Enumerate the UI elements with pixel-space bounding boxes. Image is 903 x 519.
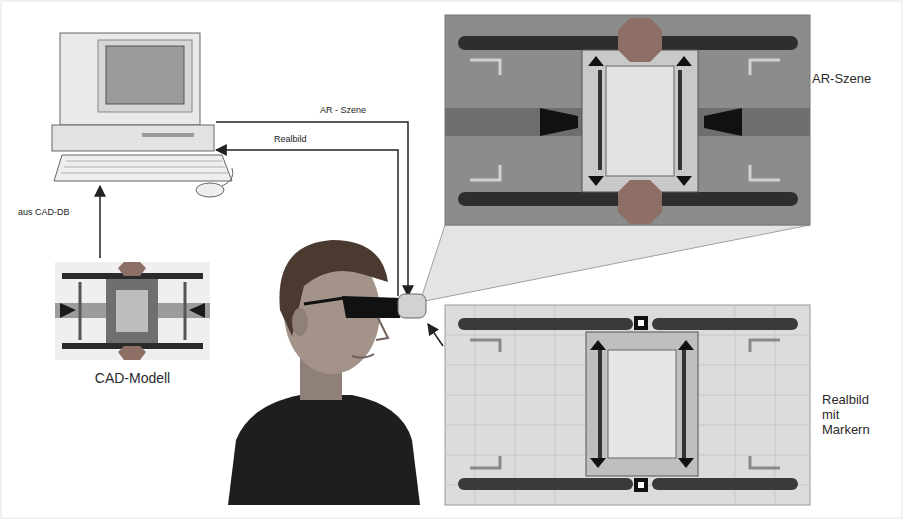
ar-scene-picture-part — [606, 66, 674, 176]
ar-scene-picture — [445, 15, 810, 225]
person-photo-part — [304, 298, 344, 304]
real-image-picture-part — [458, 318, 633, 330]
cad-model-picture-part — [189, 303, 205, 318]
computer-illustration-part — [106, 46, 184, 104]
computer-illustration-part — [196, 183, 224, 197]
real-image-picture-part — [470, 340, 780, 468]
real-image-picture-part — [652, 478, 798, 490]
computer-illustration — [52, 33, 233, 197]
real-image-picture-part — [678, 458, 694, 468]
cad-model-picture-part — [55, 262, 210, 360]
person-photo-part — [376, 318, 388, 340]
ar-scene-picture-part — [618, 180, 662, 224]
computer-illustration-part — [52, 125, 214, 151]
cad-model-picture — [55, 262, 210, 360]
arrow-label: Realbild — [272, 135, 309, 145]
ar-scene-picture-part — [582, 50, 698, 192]
ar-scene-picture-part — [600, 70, 680, 170]
ar-scene-picture-part — [676, 176, 692, 186]
ar-scene-picture-part — [618, 18, 662, 62]
marker — [634, 478, 648, 492]
real-image-picture-part — [678, 340, 694, 350]
panel-caption: AR-Szene — [812, 72, 887, 87]
person-photo-part — [342, 296, 402, 318]
real-image-picture-part — [590, 458, 606, 468]
image-panel: AR-Szene — [445, 15, 890, 227]
ar-scene-picture-part — [458, 192, 636, 206]
person-photo-part — [279, 240, 388, 336]
real-image-picture-part — [600, 350, 684, 458]
image-panel: CAD-Modell — [50, 258, 217, 394]
person-photo-part — [398, 294, 426, 318]
real-image-picture-part — [445, 305, 810, 505]
cad-model-picture-part — [118, 262, 146, 276]
marker — [634, 316, 648, 330]
ar-scene-picture-part — [676, 56, 692, 66]
ar-scene-picture-part — [588, 176, 604, 186]
computer-illustration-part — [60, 33, 200, 125]
cad-model-picture-part — [116, 290, 148, 332]
cad-model-picture-part — [60, 303, 76, 318]
person-photo-part — [228, 395, 420, 505]
ar-scene-picture-part — [445, 15, 810, 225]
real-image-picture-part — [652, 318, 798, 330]
real-image-picture — [445, 305, 810, 505]
ar-scene-picture-part — [540, 108, 578, 136]
arrow-label: AR - Szene — [318, 106, 368, 116]
real-image-picture-part — [458, 478, 633, 490]
person-photo-part — [352, 354, 374, 358]
view-wedge — [420, 225, 810, 302]
signal-arrow — [100, 122, 443, 346]
real-image-picture-part — [586, 332, 698, 476]
ar-scene-picture-part — [458, 36, 636, 50]
cad-model-picture-part — [106, 279, 158, 343]
ar-scene-picture-part — [704, 108, 742, 136]
ar-scene-picture-part — [470, 60, 780, 180]
computer-illustration-part — [54, 155, 232, 181]
computer-illustration-part — [222, 168, 233, 186]
computer-illustration-part — [61, 161, 228, 173]
ar-scene-picture-part — [588, 56, 604, 66]
real-image-picture-part — [590, 340, 606, 350]
cad-model-picture-part — [118, 346, 146, 360]
panel-caption: CAD-Modell — [50, 370, 215, 386]
arrow-label: aus CAD-DB — [16, 208, 72, 218]
marker — [638, 320, 644, 326]
person-photo — [228, 240, 426, 505]
person-photo-part — [292, 308, 308, 336]
ar-scene-picture-part — [646, 192, 798, 206]
panel-caption: Realbild mit Markern — [822, 393, 882, 438]
image-panel: Realbild mit Markern — [445, 305, 890, 505]
marker — [638, 482, 644, 488]
computer-illustration-part — [98, 40, 192, 112]
cad-model-picture-part — [80, 282, 185, 340]
real-image-picture-part — [608, 350, 676, 458]
signal-arrow-part — [99, 186, 101, 258]
ar-scene-picture-part — [646, 36, 798, 50]
signal-arrow-part — [428, 324, 443, 346]
computer-illustration-part — [142, 133, 194, 137]
real-image-picture-part — [445, 305, 810, 505]
